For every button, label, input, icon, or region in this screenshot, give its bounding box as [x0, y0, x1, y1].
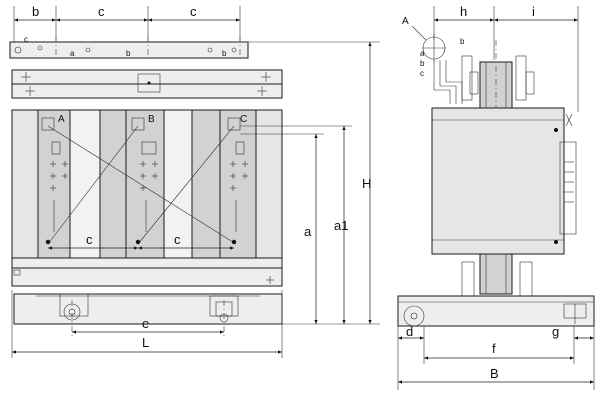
bar-label-c: c [24, 35, 28, 44]
core-and-coils: A B C [11, 109, 283, 259]
dim-c-top-1: c [98, 4, 105, 19]
dim-h-total: H [362, 176, 371, 191]
dim-l: L [142, 335, 149, 350]
side-view: h i A a b c b [397, 4, 595, 390]
detail-a: A a b c b [402, 16, 465, 78]
front-view: b c c c a b b [9, 4, 380, 358]
bar-label-a: a [70, 49, 75, 58]
dim-c-inner-2: c [174, 232, 181, 247]
dim-h: h [460, 4, 467, 19]
top-dimension-row: b c c [13, 4, 241, 42]
dim-c-top-2: c [190, 4, 197, 19]
side-top-dimensions: h i [433, 4, 579, 112]
dim-e: e [142, 316, 149, 331]
dim-b-total: B [490, 366, 499, 381]
dim-i: i [532, 4, 535, 19]
side-bottom-dimensions: d g f B [397, 324, 595, 390]
side-wheel-left [403, 305, 425, 327]
side-core-bottom [461, 253, 533, 297]
detail-letter-b: b [420, 59, 425, 68]
inner-c-dimensions: c c [48, 232, 234, 250]
terminal-a [41, 117, 55, 131]
terminal-c [227, 117, 241, 131]
top-clamp [11, 69, 283, 99]
terminal-b [131, 117, 145, 131]
top-bus-bar: c a b b [9, 35, 249, 62]
terminal-label-b: B [148, 114, 155, 125]
dim-g: g [552, 324, 559, 339]
side-busbars [433, 55, 535, 104]
terminal-label-a: A [58, 114, 65, 125]
detail-letter-c: c [420, 69, 424, 78]
vertical-dimensions: H a1 a [230, 41, 380, 325]
detail-label-a: A [402, 16, 409, 27]
dim-a1: a1 [334, 218, 348, 233]
bar-label-b-2: b [222, 49, 227, 58]
base-frame [11, 257, 283, 338]
detail-letter-b2: b [460, 37, 465, 46]
side-body [431, 107, 577, 255]
dim-d: d [406, 324, 413, 339]
terminal-label-c: C [240, 114, 247, 125]
bar-label-b-1: b [126, 49, 131, 58]
dim-c-inner-1: c [86, 232, 93, 247]
side-wheel-right [563, 303, 587, 324]
side-base [397, 295, 595, 327]
dim-b-top: b [32, 4, 39, 19]
dim-a: a [304, 224, 312, 239]
detail-letter-a: a [420, 49, 425, 58]
dim-f: f [492, 341, 496, 356]
dim-e-group: e [72, 316, 224, 334]
